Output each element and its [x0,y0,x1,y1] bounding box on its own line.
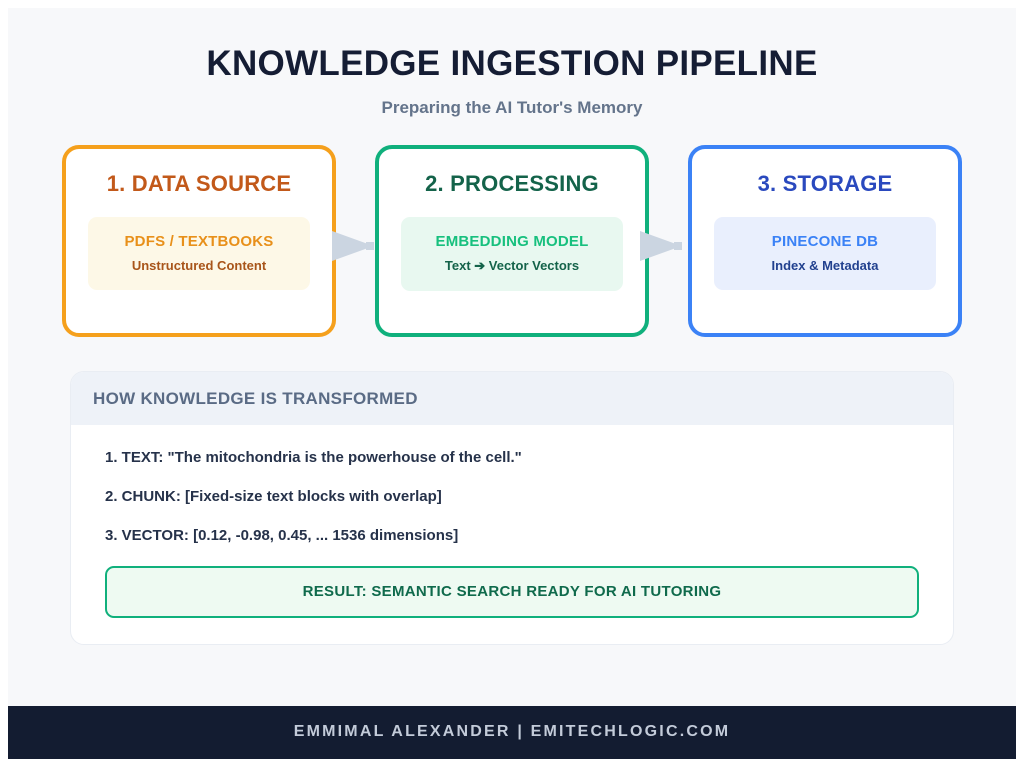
pipeline-card-data-source[interactable]: 1. DATA SOURCE PDFS / TEXTBOOKS Unstruct… [62,145,336,338]
transformation-step-vector: 3. VECTOR: [0.12, -0.98, 0.45, ... 1536 … [105,527,459,545]
card-heading: 1. DATA SOURCE [106,171,292,197]
infographic-stage: KNOWLEDGE INGESTION PIPELINE Preparing t… [8,8,1016,759]
card-secondary-label: Unstructured Content [131,258,267,274]
pipeline-row: 1. DATA SOURCE PDFS / TEXTBOOKS Unstruct… [62,145,962,338]
card-detail-box: PINECONE DB Index & Metadata [714,217,936,291]
footer-credit: EMMIMAL ALEXANDER | EMITECHLOGIC.COM [8,706,1016,759]
card-primary-label: EMBEDDING MODEL [435,233,589,251]
header: KNOWLEDGE INGESTION PIPELINE Preparing t… [8,8,1016,118]
transformation-step-text: 1. TEXT: "The mitochondria is the powerh… [105,449,522,467]
card-heading: 2. PROCESSING [425,171,599,197]
card-primary-label: PDFS / TEXTBOOKS [124,233,274,251]
transformation-step-chunk: 2. CHUNK: [Fixed-size text blocks with o… [105,488,442,506]
result-banner: RESULT: SEMANTIC SEARCH READY FOR AI TUT… [105,566,919,619]
arrow-right-icon [640,227,682,265]
card-detail-box: PDFS / TEXTBOOKS Unstructured Content [88,217,310,291]
card-secondary-label: Text ➔ Vector Vectors [444,258,580,274]
footer-spacer [8,645,1016,706]
card-heading: 3. STORAGE [757,171,893,197]
pipeline-card-processing[interactable]: 2. PROCESSING EMBEDDING MODEL Text ➔ Vec… [375,145,649,338]
card-primary-label: PINECONE DB [771,233,879,251]
page-subtitle: Preparing the AI Tutor's Memory [381,98,643,118]
arrow-right-icon [332,227,374,265]
panel-header-title: HOW KNOWLEDGE IS TRANSFORMED [71,372,953,426]
transformation-panel: HOW KNOWLEDGE IS TRANSFORMED 1. TEXT: "T… [70,371,954,646]
panel-body: 1. TEXT: "The mitochondria is the powerh… [71,425,953,644]
card-detail-box: EMBEDDING MODEL Text ➔ Vector Vectors [401,217,623,292]
pipeline-card-storage[interactable]: 3. STORAGE PINECONE DB Index & Metadata [688,145,962,338]
card-secondary-label: Index & Metadata [771,258,879,274]
page-title: KNOWLEDGE INGESTION PIPELINE [206,44,818,83]
